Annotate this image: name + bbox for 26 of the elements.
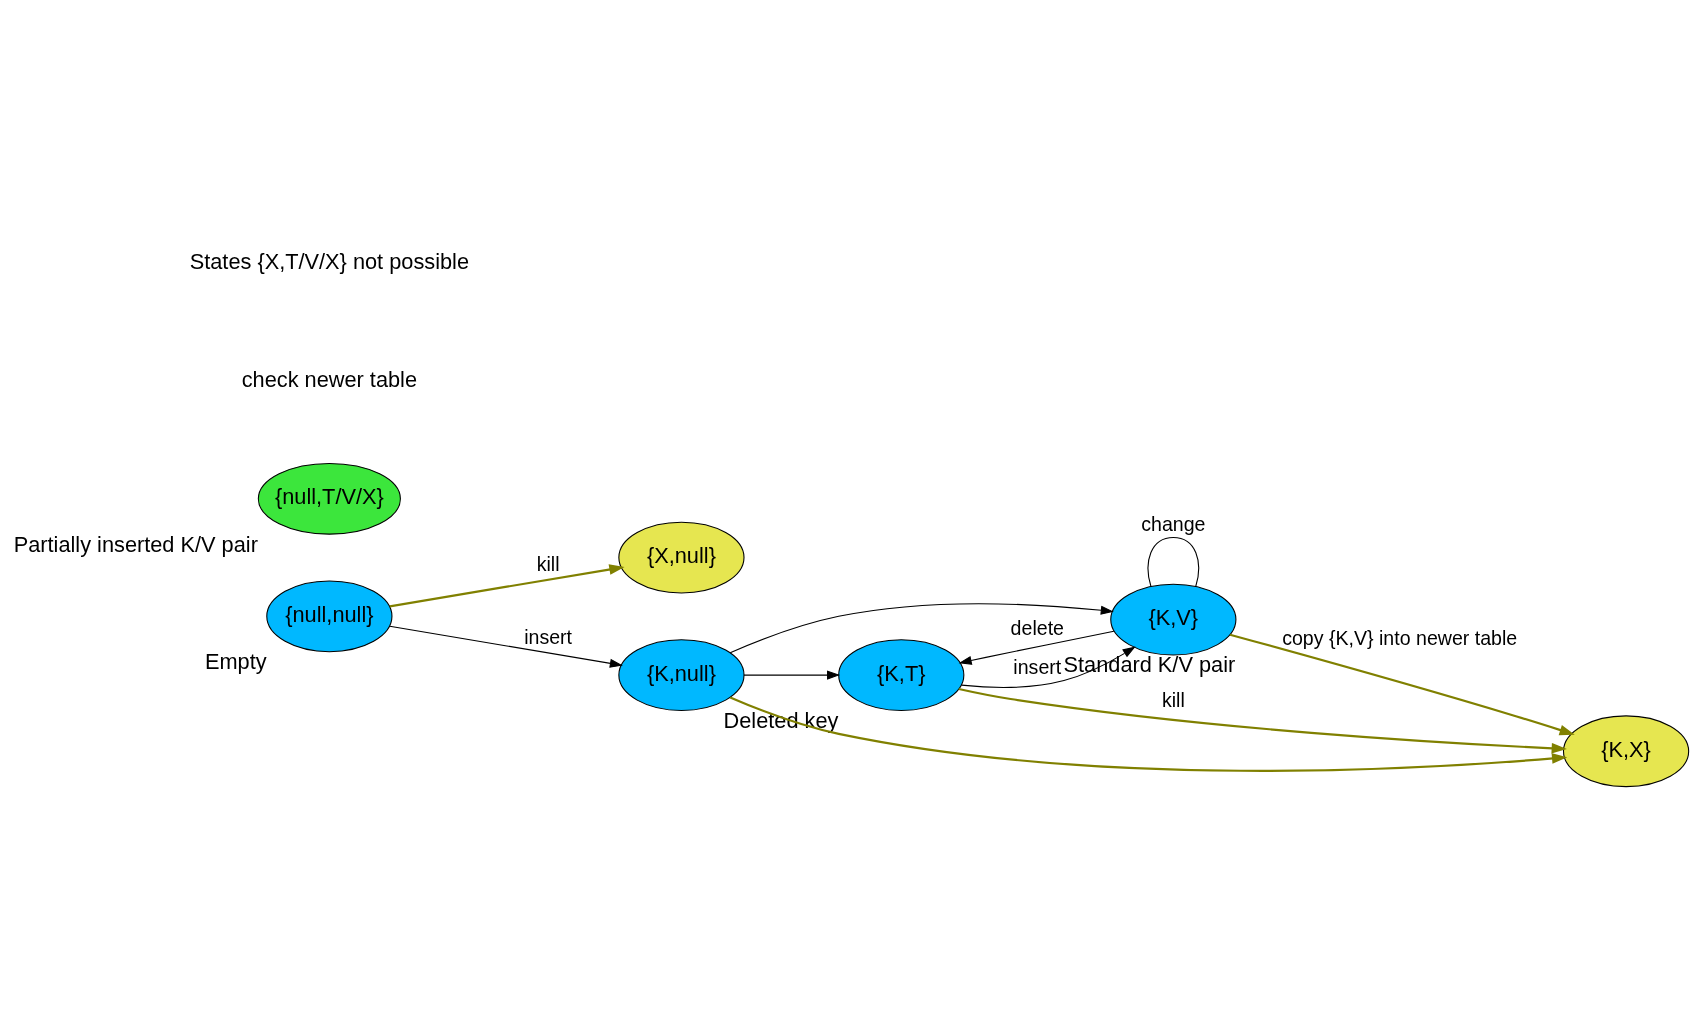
edge-label: insert <box>1013 656 1062 679</box>
arrow <box>389 625 623 668</box>
edge-label: delete <box>1010 617 1064 640</box>
arrow <box>958 687 1567 754</box>
node-label: Partially inserted K/V pair <box>13 531 258 557</box>
node-ellipse: {X,null} <box>618 521 745 594</box>
node-ellipse: {K,T} <box>838 639 965 711</box>
label: check newer table <box>241 366 418 392</box>
edge-label: insert <box>524 625 573 648</box>
arrow <box>729 696 1568 772</box>
arrow <box>729 603 1114 654</box>
node-label: Empty <box>204 649 267 675</box>
edge-label: change <box>1141 513 1206 536</box>
node-ellipse: {null,T/V/X} <box>257 462 401 535</box>
connector <box>1147 536 1200 587</box>
arrow <box>743 670 841 680</box>
arrow <box>958 630 1115 665</box>
label: States {X,T/V/X} not possible <box>189 249 470 275</box>
arrow <box>1229 633 1575 736</box>
arrow <box>389 564 625 608</box>
edge-label: kill <box>1161 689 1185 712</box>
edge-label: copy {K,V} into newer table <box>1282 627 1518 650</box>
node-ellipse: {null,null} <box>266 580 393 653</box>
edge-label: kill <box>536 553 560 576</box>
node-ellipse: {K,null} <box>618 639 745 711</box>
node-ellipse: {K,X} <box>1562 715 1690 788</box>
